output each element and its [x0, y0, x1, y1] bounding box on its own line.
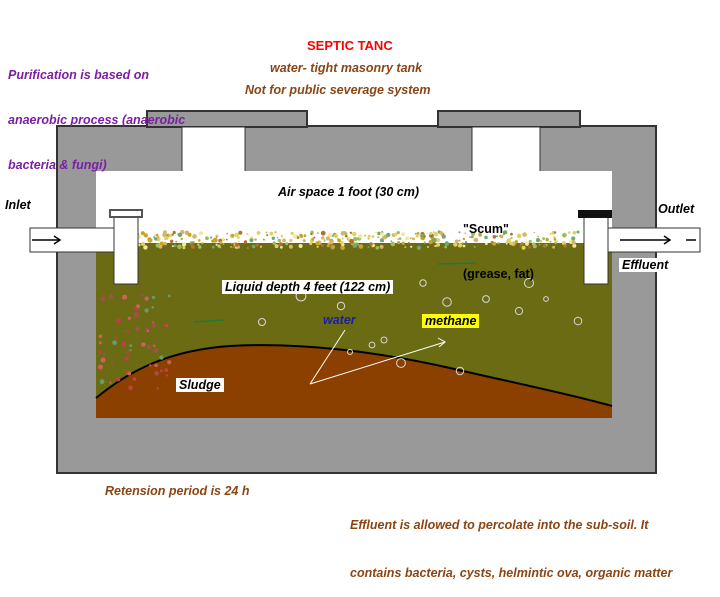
bubble	[368, 341, 376, 349]
bubble	[419, 279, 427, 287]
bubble	[482, 295, 490, 303]
outlet-label: Outlet	[658, 202, 695, 216]
diagram-note: Not for public severage system	[245, 83, 431, 97]
methane-pointer	[309, 329, 446, 385]
bubble	[336, 301, 346, 311]
purification-line: Purification is based on	[8, 68, 149, 82]
bubble	[455, 366, 465, 376]
bubble	[524, 278, 534, 288]
septic-tank-diagram	[29, 110, 701, 474]
sludge-boundary	[95, 344, 613, 407]
diagram-subtitle: water- tight masonry tank	[270, 61, 423, 75]
scum-label: "Scum" (grease, fat)	[463, 192, 534, 297]
gas-bubbles	[258, 278, 583, 376]
bubble	[347, 349, 353, 355]
outlet-cap	[578, 210, 612, 218]
outlet-pipe-vertical	[583, 215, 609, 285]
water-label: water	[323, 313, 356, 327]
bubble	[442, 297, 452, 307]
purification-line: anaerobic process (anaerobic	[8, 113, 186, 127]
purification-note: Purification is based on anaerobic proce…	[8, 38, 185, 188]
inlet-cap	[109, 209, 143, 218]
bubble	[396, 358, 406, 368]
retention-note: Retension period is 24 h	[105, 484, 250, 498]
purification-line: bacteria & fungi)	[8, 158, 107, 172]
liquid-depth-label: Liquid depth 4 feet (122 cm)	[222, 280, 394, 294]
bubble	[380, 336, 388, 344]
inlet-label: Inlet	[5, 198, 31, 212]
right-manhole-cover	[437, 110, 581, 128]
effluent-note-line: contains bacteria, cysts, helmintic ova,…	[350, 566, 673, 580]
bubble	[258, 318, 266, 326]
effluent-note-line: Effluent is allowed to percolate into th…	[350, 518, 649, 532]
bubble	[543, 296, 549, 302]
sludge-particles	[98, 293, 172, 391]
left-manhole-shaft	[181, 126, 246, 174]
sludge-label: Sludge	[176, 378, 224, 392]
outlet-arrow	[620, 235, 696, 245]
right-manhole-shaft	[471, 126, 541, 174]
inlet-pipe-vertical	[113, 215, 139, 285]
scum-label-line: "Scum"	[463, 222, 509, 236]
liquid-streak	[193, 319, 225, 323]
liquid-streak	[437, 262, 477, 265]
air-space-label: Air space 1 foot (30 cm)	[278, 185, 420, 199]
inlet-arrow	[32, 235, 62, 245]
methane-label: methane	[422, 314, 480, 328]
sludge-layer	[96, 345, 612, 418]
effluent-label: Effluent	[619, 258, 672, 272]
bubble	[573, 316, 583, 326]
bubble	[514, 306, 524, 316]
scum-label-line: (grease, fat)	[463, 267, 534, 281]
diagram-title: SEPTIC TANC	[307, 38, 393, 53]
effluent-note: Effluent is allowed to percolate into th…	[350, 485, 672, 597]
